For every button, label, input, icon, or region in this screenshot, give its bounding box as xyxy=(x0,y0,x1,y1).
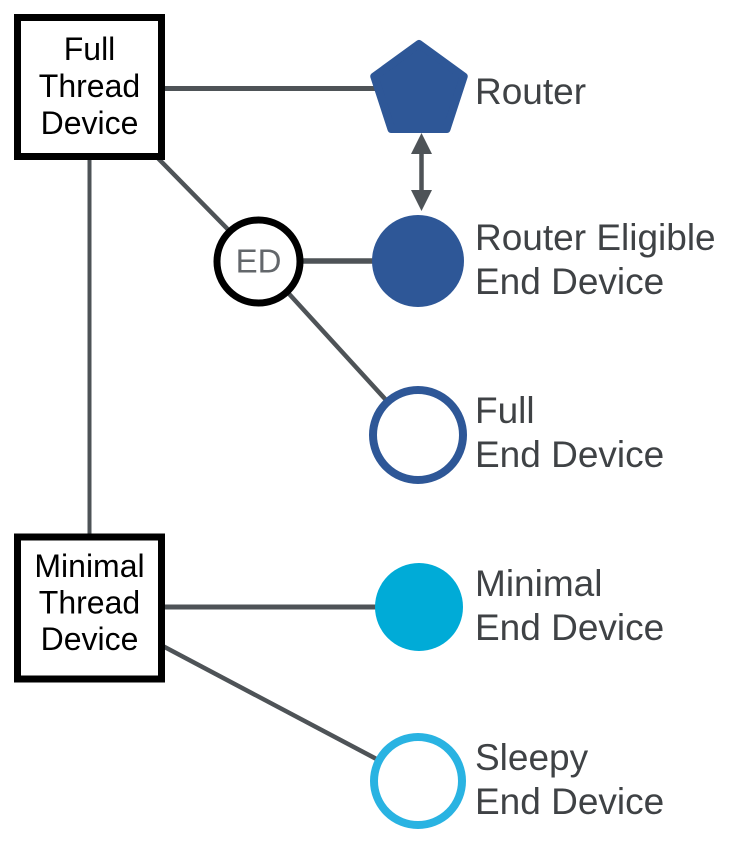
full-end-device-node: Full End Device xyxy=(369,386,664,484)
full-thread-device-box: Full Thread Device xyxy=(14,14,165,160)
full-thread-device-label-line1: Full xyxy=(64,31,116,67)
arrow-up-icon xyxy=(411,133,432,154)
minimal-end-device-circle-icon xyxy=(375,563,463,651)
minimal-end-device-label-line1: Minimal xyxy=(475,563,602,604)
full-thread-device-rect xyxy=(14,14,165,160)
ed-circle-icon xyxy=(213,216,304,307)
router-eligible-end-device-node: Router Eligible End Device xyxy=(372,215,716,307)
full-end-device-label-line2: End Device xyxy=(475,434,664,475)
minimal-thread-device-box: Minimal Thread Device xyxy=(14,533,165,683)
sleepy-end-device-label-line2: End Device xyxy=(475,781,664,822)
router-reed-double-arrow xyxy=(411,133,432,211)
ed-junction-node: ED xyxy=(213,216,304,307)
full-end-device-circle-icon xyxy=(369,386,467,484)
sleepy-end-device-circle-icon xyxy=(370,733,466,829)
minimal-thread-device-label-line2: Thread xyxy=(39,585,140,621)
router-eligible-end-device-label-line2: End Device xyxy=(475,261,664,302)
minimal-thread-device-label-line1: Minimal xyxy=(34,548,144,584)
router-label: Router xyxy=(475,71,586,112)
sleepy-end-device-label-line1: Sleepy xyxy=(475,737,589,778)
router-node: Router xyxy=(370,40,586,133)
router-pentagon-icon xyxy=(370,40,468,133)
router-eligible-end-device-label-line1: Router Eligible xyxy=(475,217,716,258)
minimal-thread-device-rect xyxy=(14,533,165,683)
sleepy-end-device-node: Sleepy End Device xyxy=(370,733,664,829)
full-thread-device-label-line3: Device xyxy=(41,105,139,141)
full-end-device-label-line1: Full xyxy=(475,390,535,431)
minimal-thread-device-label-line3: Device xyxy=(41,621,139,657)
ed-label: ED xyxy=(236,243,282,280)
minimal-end-device-node: Minimal End Device xyxy=(375,563,664,651)
arrow-down-icon xyxy=(411,190,432,211)
full-thread-device-label-line2: Thread xyxy=(39,68,140,104)
minimal-end-device-label-line2: End Device xyxy=(475,607,664,648)
router-eligible-end-device-circle-icon xyxy=(372,215,464,307)
